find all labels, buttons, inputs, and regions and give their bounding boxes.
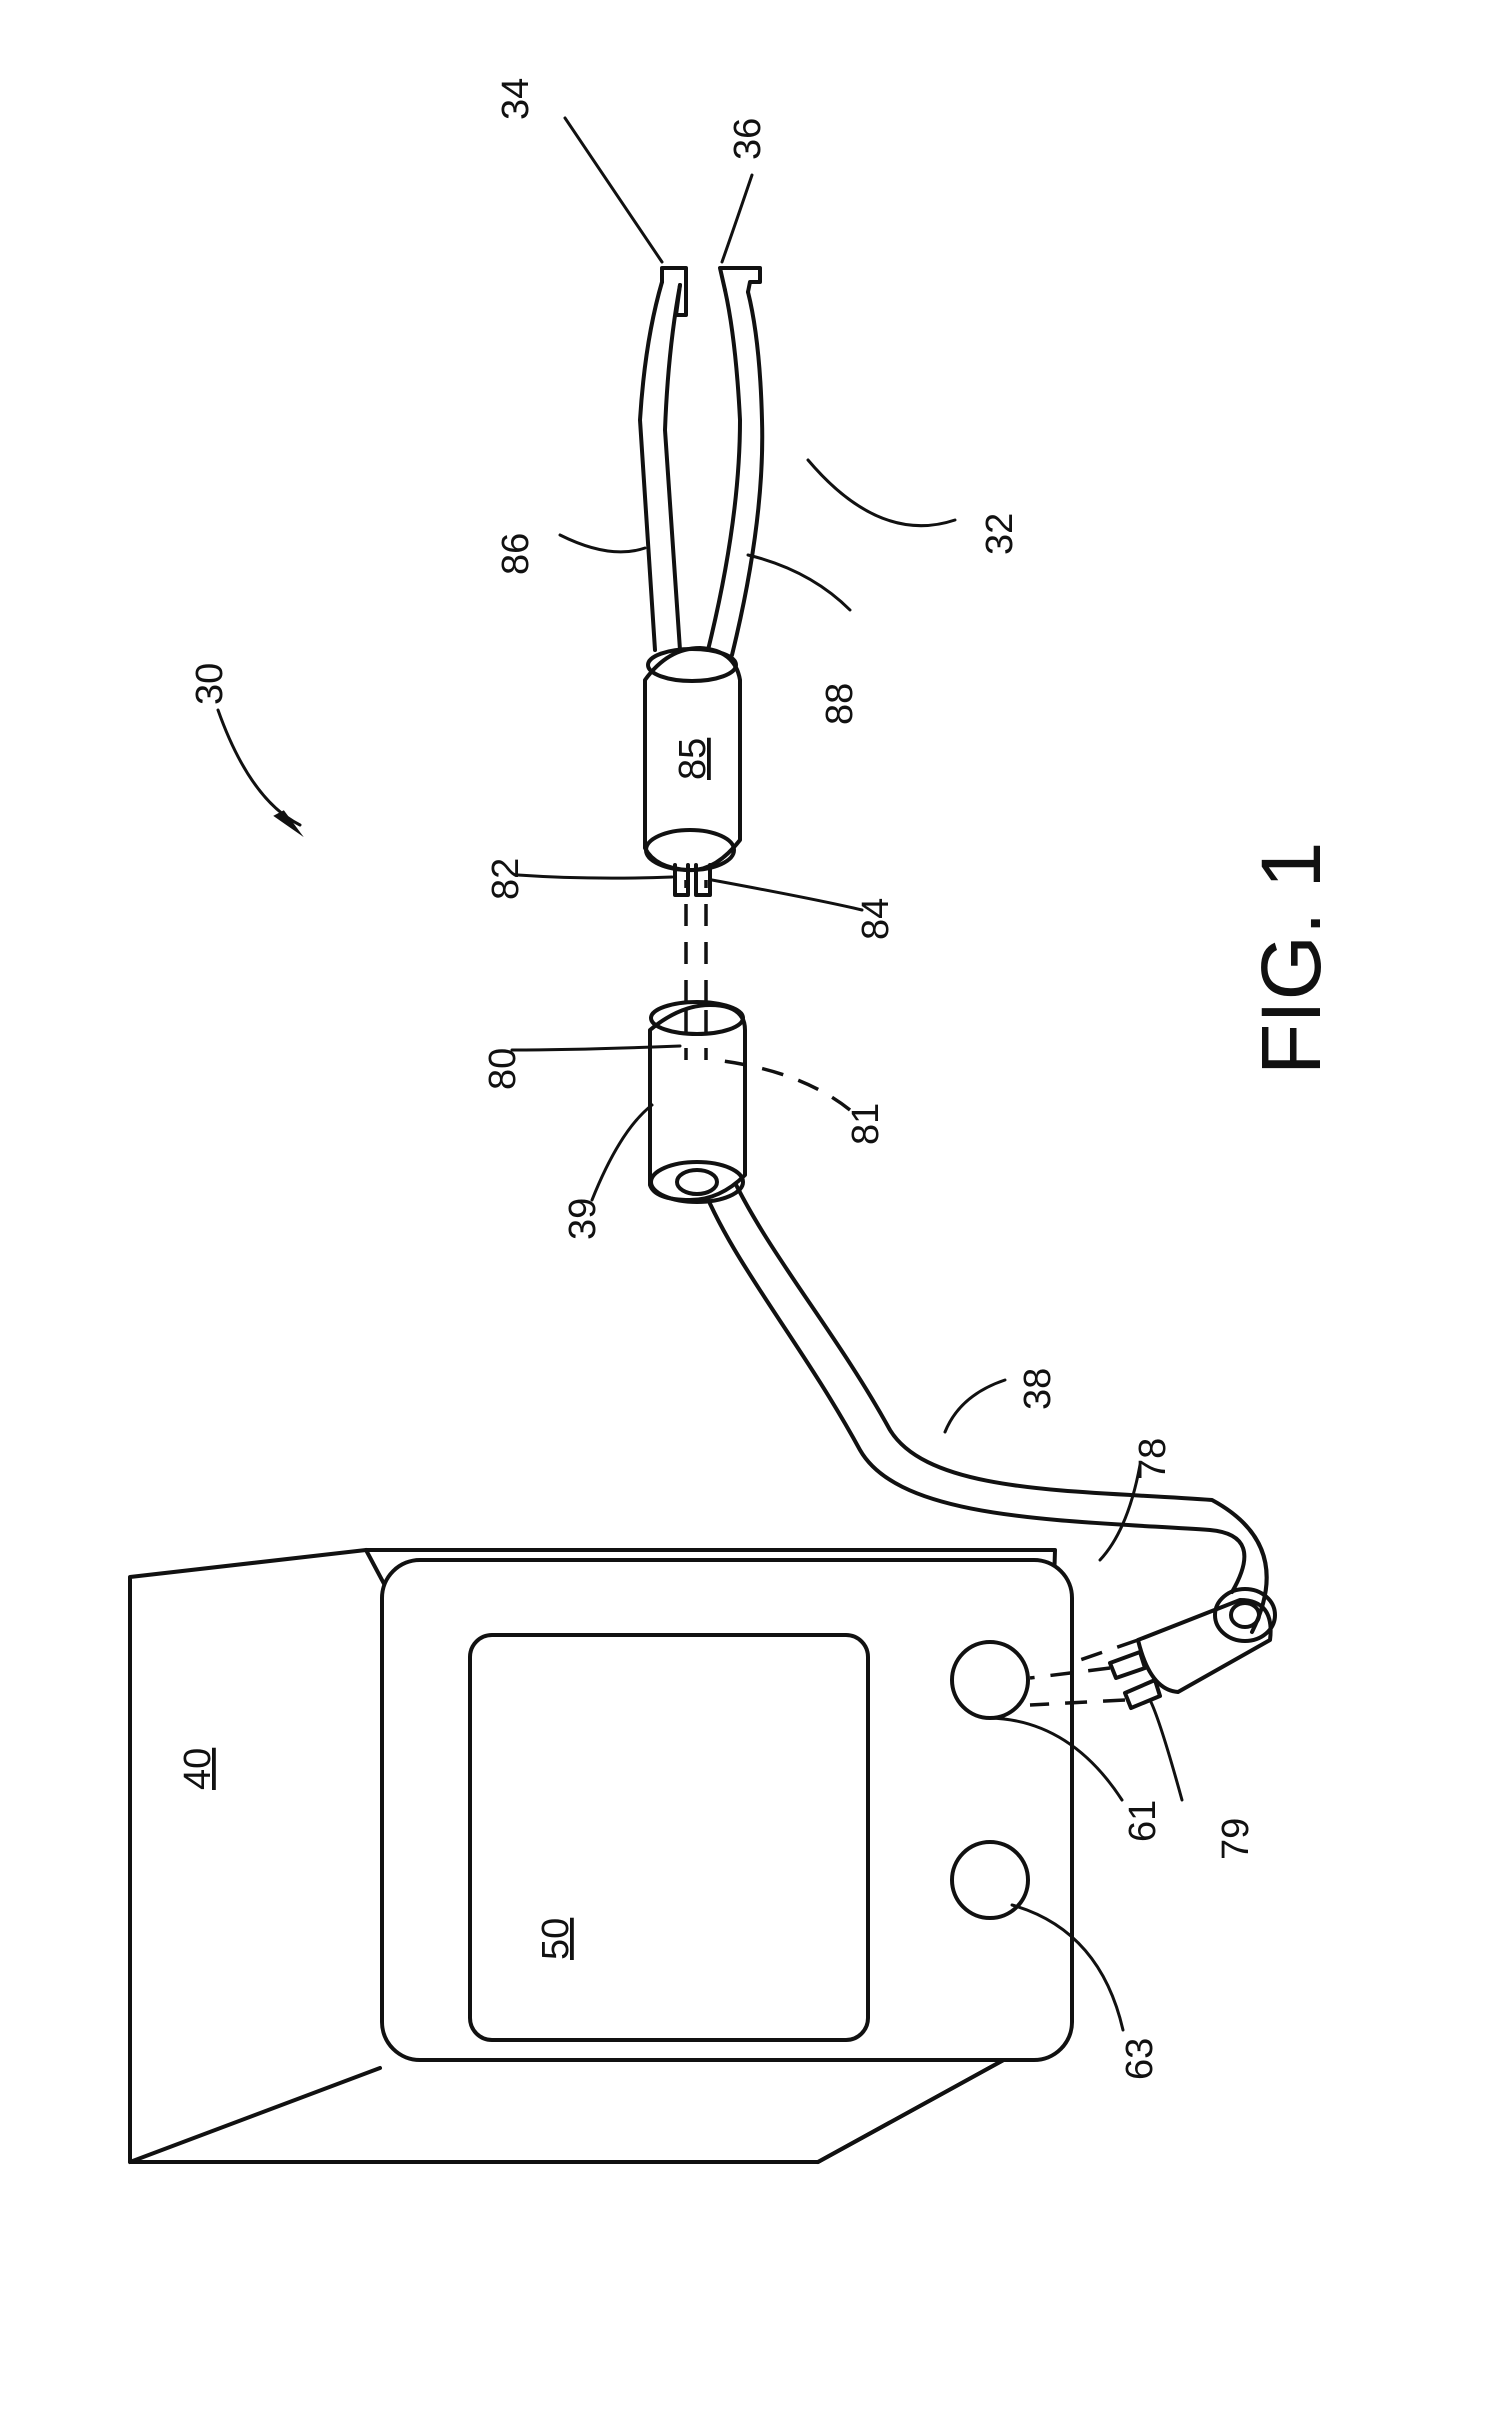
label-78: 78 — [1132, 1438, 1174, 1480]
label-63: 63 — [1119, 2038, 1161, 2080]
figure-caption: FIG. 1 — [1244, 842, 1338, 1075]
label-84: 84 — [855, 898, 897, 940]
label-39: 39 — [562, 1198, 604, 1240]
label-80: 80 — [482, 1048, 524, 1090]
label-30: 30 — [189, 663, 231, 705]
label-36: 36 — [727, 118, 769, 160]
label-82: 82 — [485, 858, 527, 900]
label-81: 81 — [845, 1103, 887, 1145]
label-88: 88 — [819, 683, 861, 725]
label-50: 50 — [535, 1918, 577, 1960]
label-32: 32 — [979, 513, 1021, 555]
label-40: 40 — [177, 1748, 219, 1790]
cable-connector-39 — [650, 880, 745, 1202]
forceps-instrument — [640, 268, 762, 655]
label-86: 86 — [495, 533, 537, 575]
label-61: 61 — [1122, 1800, 1164, 1842]
label-38: 38 — [1017, 1368, 1059, 1410]
generator-unit — [130, 1550, 1072, 2162]
label-85: 85 — [672, 738, 714, 780]
label-79: 79 — [1215, 1818, 1257, 1860]
label-34: 34 — [495, 78, 537, 120]
